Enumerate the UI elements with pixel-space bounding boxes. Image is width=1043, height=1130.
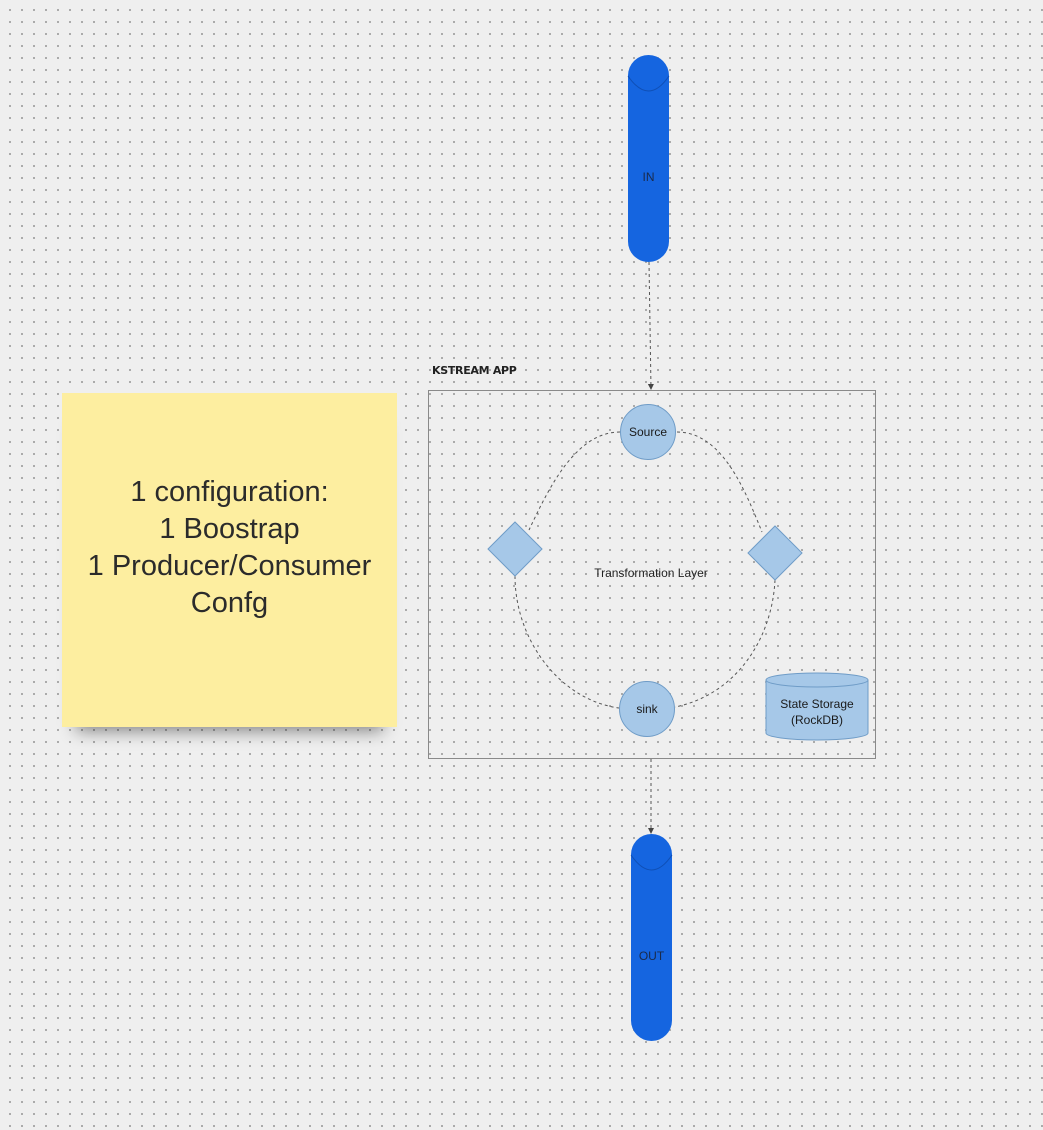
storage-top — [765, 672, 869, 688]
sink-node[interactable]: sink — [619, 681, 675, 737]
sticky-note-text: 1 configuration: 1 Boostrap 1 Producer/C… — [87, 476, 372, 619]
output-topic-body — [631, 834, 672, 1041]
input-topic-label: IN — [643, 170, 655, 184]
output-topic-label: OUT — [639, 949, 665, 963]
transformation-layer-label: Transformation Layer — [594, 566, 708, 580]
flow-right-sink — [674, 579, 776, 708]
flow-source-left — [528, 431, 621, 531]
source-node[interactable]: Source — [620, 404, 676, 460]
flow-source-right — [676, 431, 763, 533]
sink-label: sink — [636, 702, 658, 716]
processor-left-diamond[interactable] — [487, 521, 543, 577]
sink-circle — [619, 681, 675, 737]
output-topic-rim — [630, 854, 673, 871]
storage-label-line1: State Storage — [780, 697, 854, 711]
app-frame[interactable] — [428, 390, 876, 759]
input-topic[interactable]: IN — [627, 55, 670, 262]
flow-left-sink — [514, 575, 620, 709]
input-connector — [647, 261, 654, 390]
processor-right-diamond[interactable] — [747, 525, 803, 581]
sticky-note[interactable]: 1 configuration: 1 Boostrap 1 Producer/C… — [62, 393, 397, 727]
flow-curves — [514, 431, 776, 709]
output-topic[interactable]: OUT — [630, 834, 673, 1041]
storage-label-line2: (RockDB) — [791, 713, 843, 727]
source-label: Source — [629, 425, 667, 439]
input-topic-body — [628, 55, 669, 262]
app-title: KSTREAM APP — [432, 364, 517, 377]
storage-body — [765, 680, 869, 741]
state-storage-cylinder[interactable]: State Storage (RockDB) — [765, 672, 869, 741]
source-circle — [620, 404, 676, 460]
input-topic-rim — [627, 75, 670, 92]
